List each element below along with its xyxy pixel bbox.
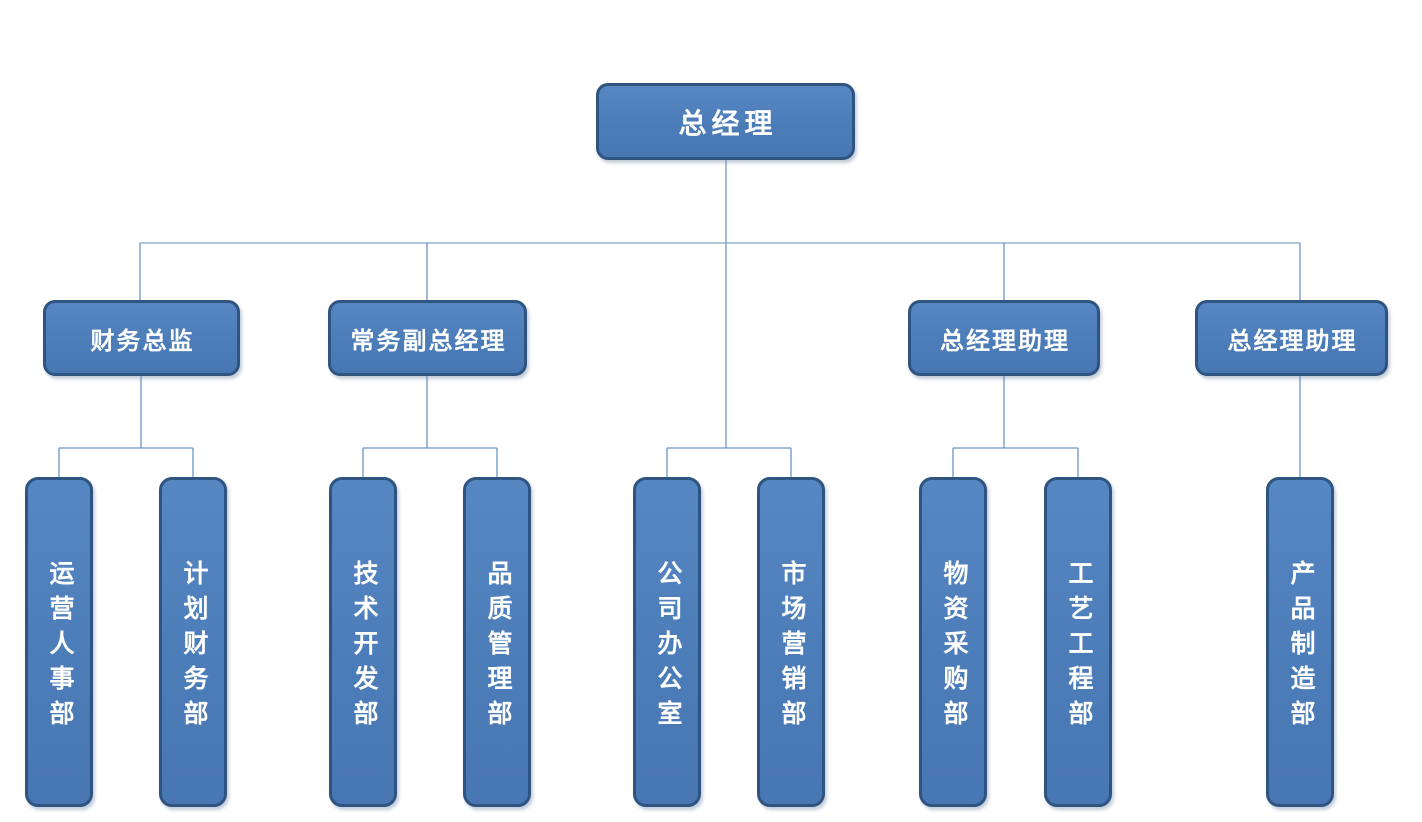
org-node-dept-operations-hr: 运营人事部 (25, 477, 93, 807)
org-node-dept-materials-purchasing: 物资采购部 (919, 477, 987, 807)
node-label: 总经理助理 (940, 328, 1070, 355)
node-label: 物资采购部 (940, 559, 967, 735)
org-node-gm-assistant-2: 总经理助理 (1195, 300, 1388, 376)
node-label: 工艺工程部 (1065, 559, 1092, 735)
org-node-dept-company-office: 公司办公室 (633, 477, 701, 807)
node-label: 品质管理部 (484, 559, 511, 735)
node-label: 公司办公室 (654, 559, 681, 735)
org-node-dept-quality-management: 品质管理部 (463, 477, 531, 807)
org-node-dept-process-engineering: 工艺工程部 (1044, 477, 1112, 807)
org-node-dept-tech-development: 技术开发部 (329, 477, 397, 807)
node-label: 技术开发部 (350, 559, 377, 735)
node-label: 计划财务部 (180, 559, 207, 735)
node-label: 常务副总经理 (350, 328, 507, 355)
node-label: 产品制造部 (1287, 559, 1314, 735)
node-label: 财务总监 (90, 328, 195, 355)
org-node-dept-marketing: 市场营销部 (757, 477, 825, 807)
org-node-deputy-general-manager: 常务副总经理 (328, 300, 527, 376)
org-node-gm-assistant-1: 总经理助理 (908, 300, 1100, 376)
org-node-general-manager: 总经理 (596, 83, 855, 160)
org-node-dept-planning-finance: 计划财务部 (159, 477, 227, 807)
org-node-finance-director: 财务总监 (43, 300, 240, 376)
node-label: 运营人事部 (46, 559, 73, 735)
node-label: 总经理 (678, 108, 778, 140)
node-label: 总经理助理 (1227, 328, 1358, 355)
node-label: 市场营销部 (778, 559, 805, 735)
org-node-dept-product-manufacturing: 产品制造部 (1266, 477, 1334, 807)
